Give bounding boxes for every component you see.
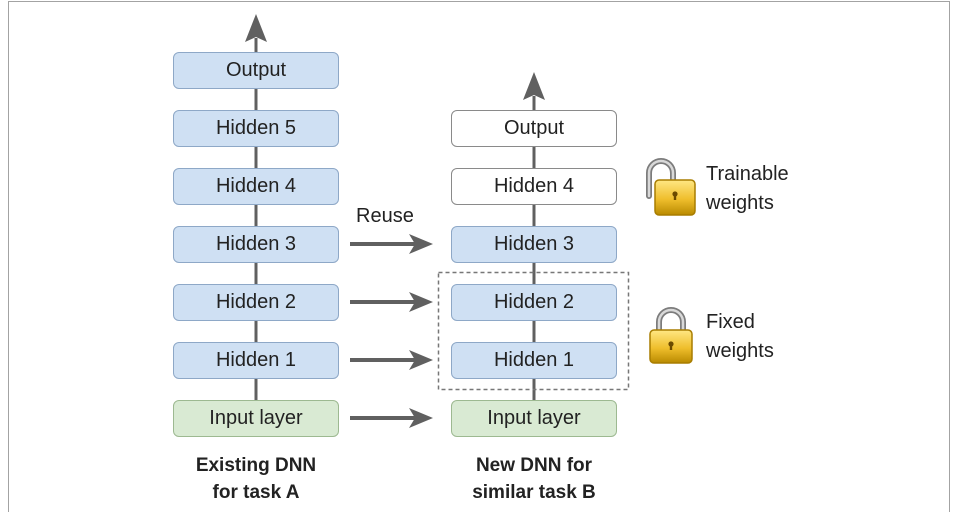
layer-label: Hidden 5 — [215, 117, 297, 139]
new-layer-hidden-1: Hidden 1 — [451, 342, 617, 379]
layer-label: Output — [225, 59, 287, 81]
new-layer-input: Input layer — [451, 400, 617, 437]
layer-label: Input layer — [487, 407, 581, 429]
layer-label: Output — [503, 117, 565, 139]
new-dnn-caption-line-1: New DNN for — [475, 455, 593, 476]
layer-label: Hidden 4 — [215, 175, 297, 197]
new-layer-hidden-4: Hidden 4 — [451, 168, 617, 205]
legend-trainable-line-1: Trainable — [706, 163, 789, 185]
existing-layer-hidden-1: Hidden 1 — [173, 342, 339, 379]
new-layer-hidden-3: Hidden 3 — [451, 226, 617, 263]
layer-label: Hidden 2 — [493, 291, 575, 313]
existing-layer-hidden-5: Hidden 5 — [173, 110, 339, 147]
layer-label: Hidden 1 — [215, 349, 297, 371]
existing-layer-output: Output — [173, 52, 339, 89]
existing-dnn-caption-line-1: Existing DNN — [195, 455, 317, 476]
existing-layer-hidden-3: Hidden 3 — [173, 226, 339, 263]
existing-layer-hidden-2: Hidden 2 — [173, 284, 339, 321]
new-layer-output: Output — [451, 110, 617, 147]
legend-fixed-line-2: weights — [706, 340, 774, 362]
reuse-arrow-hidden-3-head — [409, 234, 433, 254]
layer-label: Hidden 3 — [493, 233, 575, 255]
new-layer-hidden-2: Hidden 2 — [451, 284, 617, 321]
locked-padlock-icon — [649, 307, 693, 364]
layer-label: Hidden 1 — [493, 349, 575, 371]
figure-frame — [8, 1, 950, 512]
layer-label: Hidden 4 — [493, 175, 575, 197]
new-dnn-caption-line-2: similar task B — [472, 482, 596, 503]
reuse-label: Reuse — [356, 205, 414, 227]
existing-dnn-output-arrowhead — [245, 14, 267, 42]
frozen-layers-dashed-box — [437, 271, 630, 391]
layer-label: Hidden 3 — [215, 233, 297, 255]
legend-fixed-line-1: Fixed — [706, 311, 755, 333]
reuse-arrow-hidden-2-head — [409, 292, 433, 312]
legend-trainable-line-2: weights — [706, 192, 774, 214]
layer-label: Hidden 2 — [215, 291, 297, 313]
existing-layer-hidden-4: Hidden 4 — [173, 168, 339, 205]
layer-label: Input layer — [209, 407, 303, 429]
existing-layer-input: Input layer — [173, 400, 339, 437]
unlocked-padlock-icon — [646, 158, 696, 216]
reuse-arrow-input-head — [409, 408, 433, 428]
existing-dnn-caption-line-2: for task A — [212, 482, 300, 503]
reuse-arrow-hidden-1-head — [409, 350, 433, 370]
new-dnn-output-arrowhead — [523, 72, 545, 100]
